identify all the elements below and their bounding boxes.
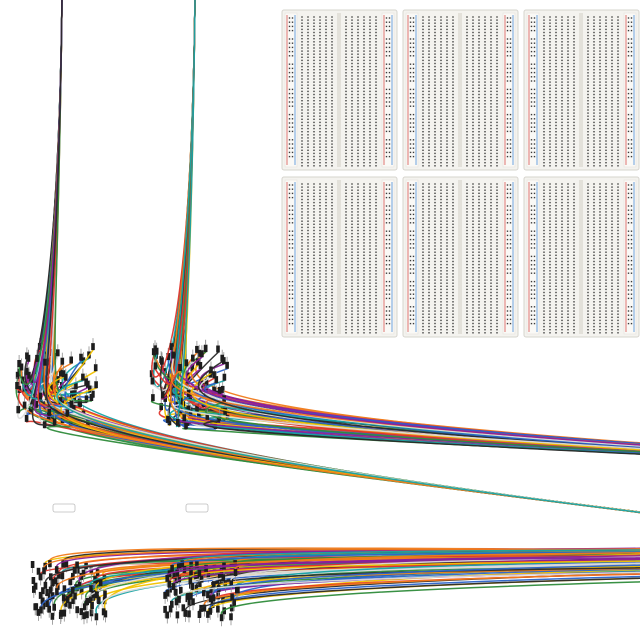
cable-tie [52,503,76,513]
breadboard-holes [288,183,391,334]
cable-tie [185,503,209,513]
breadboard [523,9,640,171]
breadboard-holes [530,183,633,334]
breadboard-holes [530,16,633,167]
breadboard [523,176,640,338]
jumper-wire-bundle [149,0,640,627]
breadboard [402,9,519,171]
breadboard [281,9,398,171]
breadboard-holes [409,183,512,334]
breadboard-holes [288,16,391,167]
jumper-wires-group [15,0,640,627]
breadboards-group [281,9,640,338]
breadboard-holes [409,16,512,167]
breadboard [402,176,519,338]
breadboard [281,176,398,338]
